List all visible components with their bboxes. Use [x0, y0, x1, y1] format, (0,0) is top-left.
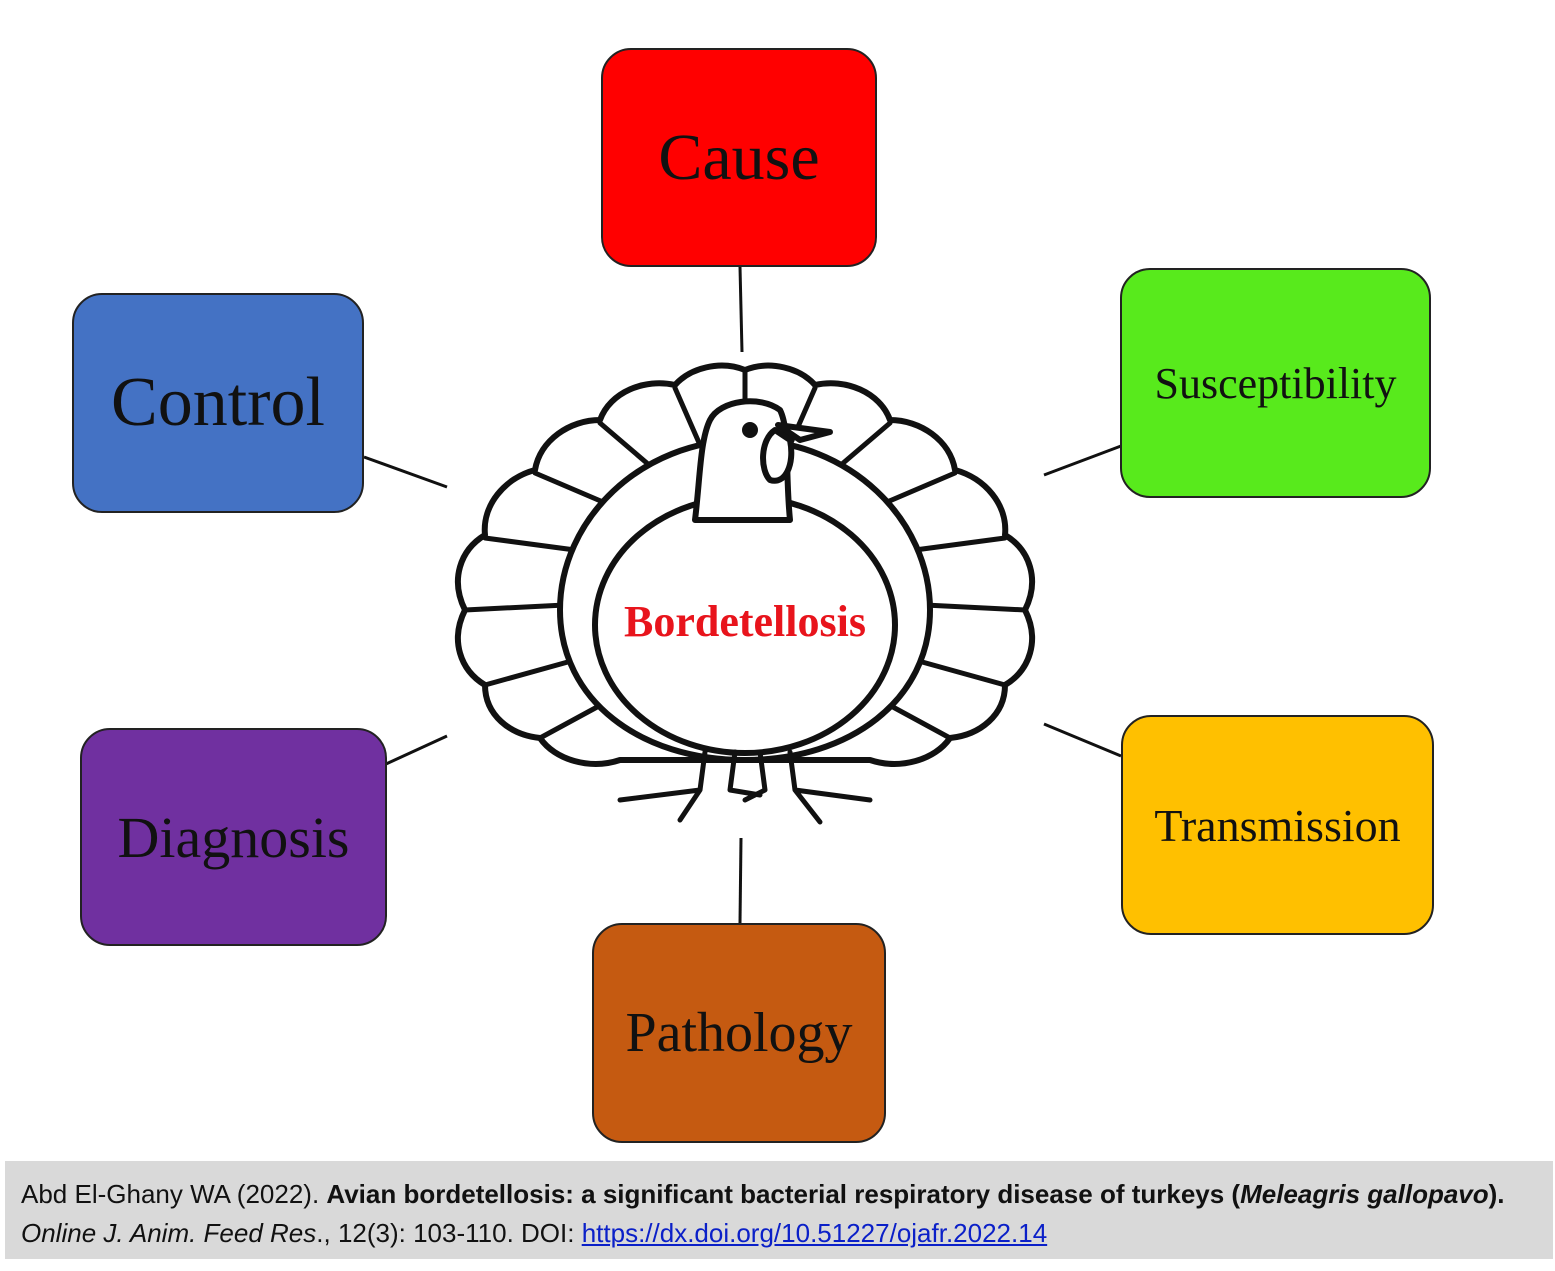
- mind-map-diagram: Bordetellosis Cause Susceptibility Trans…: [72, 48, 1434, 1143]
- connector-transmission: [1043, 722, 1122, 758]
- node-transmission: Transmission: [1121, 715, 1434, 935]
- node-diagnosis: Diagnosis: [80, 728, 387, 946]
- node-pathology-label: Pathology: [625, 1002, 853, 1064]
- citation-volume: ., 12(3): 103-110. DOI:: [316, 1218, 582, 1248]
- connector-diagnosis: [385, 734, 448, 766]
- node-control-label: Control: [111, 364, 325, 441]
- citation-authors: Abd El-Ghany WA (2022).: [21, 1179, 327, 1209]
- connector-pathology: [738, 837, 743, 924]
- citation-species-genus: Meleagris: [1240, 1179, 1361, 1209]
- turkey-legs: [617, 749, 873, 825]
- citation-doi-link[interactable]: https://dx.doi.org/10.51227/ojafr.2022.1…: [581, 1218, 1048, 1248]
- citation-title: Avian bordetellosis: a significant bacte…: [326, 1179, 1505, 1209]
- turkey-eye: [742, 422, 758, 438]
- citation-journal: Online J. Anim. Feed Res: [21, 1218, 317, 1248]
- citation-species-epithet: gallopavo: [1367, 1179, 1489, 1209]
- turkey-wattle: [760, 427, 795, 484]
- node-cause-label: Cause: [658, 120, 820, 194]
- citation-box: Abd El-Ghany WA (2022). Avian bordetello…: [5, 1161, 1553, 1259]
- connector-lines: [363, 266, 1122, 924]
- connector-cause: [738, 266, 744, 353]
- node-cause: Cause: [601, 48, 877, 267]
- turkey-beak: [775, 422, 833, 443]
- connector-susceptibility: [1043, 444, 1122, 477]
- turkey-icon: [454, 362, 1036, 825]
- node-diagnosis-label: Diagnosis: [117, 804, 350, 870]
- node-transmission-label: Transmission: [1154, 799, 1401, 851]
- node-control: Control: [72, 293, 364, 513]
- node-susceptibility: Susceptibility: [1120, 268, 1431, 498]
- connector-control: [363, 455, 448, 489]
- center-label-bordetellosis: Bordetellosis: [624, 597, 866, 646]
- node-pathology: Pathology: [592, 923, 886, 1143]
- node-susceptibility-label: Susceptibility: [1154, 358, 1397, 408]
